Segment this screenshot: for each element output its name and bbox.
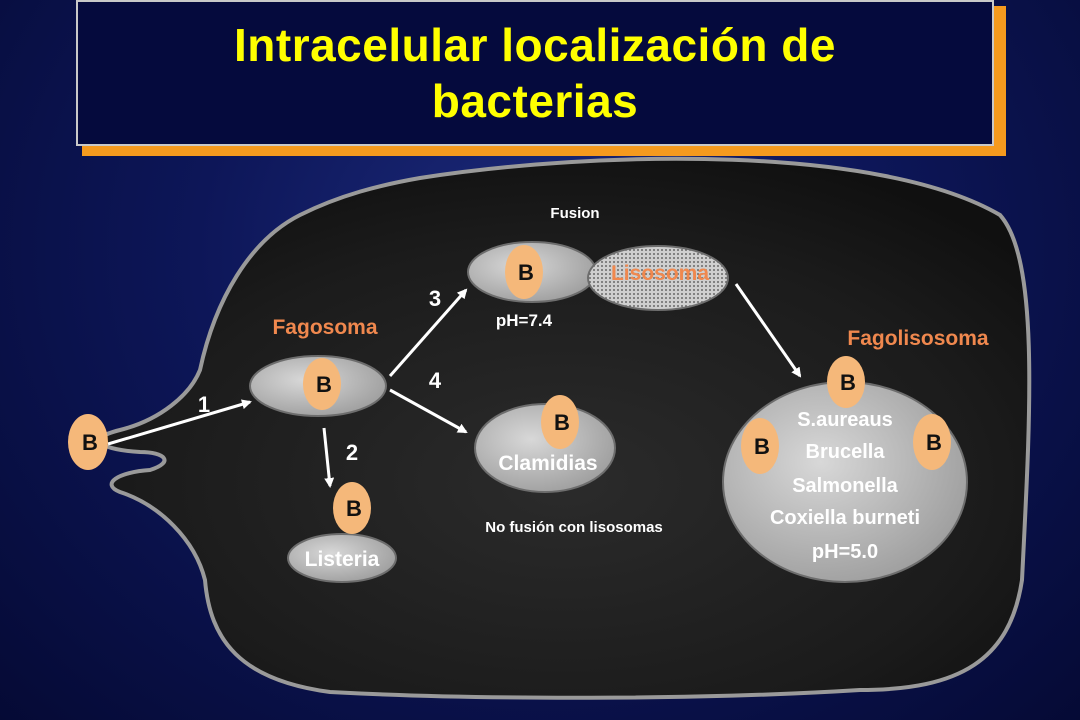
fagosoma-label: Fagosoma bbox=[272, 316, 377, 339]
bacterium-fagolisosoma-right: B bbox=[913, 414, 951, 470]
fagolisosoma-label: Fagolisosoma bbox=[847, 327, 989, 350]
arrow-4 bbox=[389, 388, 468, 434]
bacterium-outside: B bbox=[68, 414, 108, 470]
lisosoma-vesicle bbox=[587, 245, 729, 311]
arrow-2 bbox=[322, 427, 335, 488]
step-2: 2 bbox=[346, 440, 358, 465]
svg-text:B: B bbox=[754, 434, 770, 459]
title-box: Intracelular localización de bacterias bbox=[76, 0, 994, 146]
step-3: 3 bbox=[429, 286, 441, 311]
step-1: 1 bbox=[198, 392, 210, 417]
ph-vacuole-label: pH=7.4 bbox=[496, 311, 553, 330]
arrow-fusion bbox=[734, 283, 802, 378]
svg-text:B: B bbox=[346, 496, 362, 521]
bacterium-fagolisosoma-left: B bbox=[741, 418, 779, 474]
fusion-label: Fusion bbox=[550, 205, 599, 222]
svg-text:B: B bbox=[82, 430, 98, 455]
no-fusion-label: No fusión con lisosomas bbox=[485, 519, 663, 536]
title-line-2: bacterias bbox=[431, 75, 639, 127]
svg-text:B: B bbox=[316, 372, 332, 397]
step-4: 4 bbox=[429, 368, 442, 393]
listeria-vesicle bbox=[287, 533, 397, 583]
title-line-1: Intracelular localización de bbox=[234, 19, 836, 71]
bacterium-fagosoma: B bbox=[303, 358, 341, 410]
fagolisosoma-item: Coxiella burneti bbox=[770, 507, 920, 529]
bacterium-fagolisosoma-top: B bbox=[827, 356, 865, 408]
fagolisosoma-item: Brucella bbox=[806, 441, 886, 463]
fagolisosoma-item: S.aureaus bbox=[797, 409, 893, 431]
svg-text:B: B bbox=[518, 260, 534, 285]
clamidias-vesicle bbox=[474, 403, 616, 493]
svg-text:B: B bbox=[926, 430, 942, 455]
listeria-label: Listeria bbox=[305, 548, 380, 571]
svg-text:B: B bbox=[840, 370, 856, 395]
fagolisosoma-item: pH=5.0 bbox=[812, 541, 878, 563]
lisosoma-label: Lisosoma bbox=[611, 262, 709, 285]
fagolisosoma-item: Salmonella bbox=[792, 475, 898, 497]
arrow-3 bbox=[388, 288, 468, 377]
clamidias-label: Clamidias bbox=[498, 452, 597, 475]
bacterium-clamidias: B bbox=[541, 395, 579, 449]
bacterium-vacuole: B bbox=[505, 245, 543, 299]
arrow-1 bbox=[107, 399, 252, 446]
svg-text:B: B bbox=[554, 410, 570, 435]
bacterium-listeria: B bbox=[333, 482, 371, 534]
